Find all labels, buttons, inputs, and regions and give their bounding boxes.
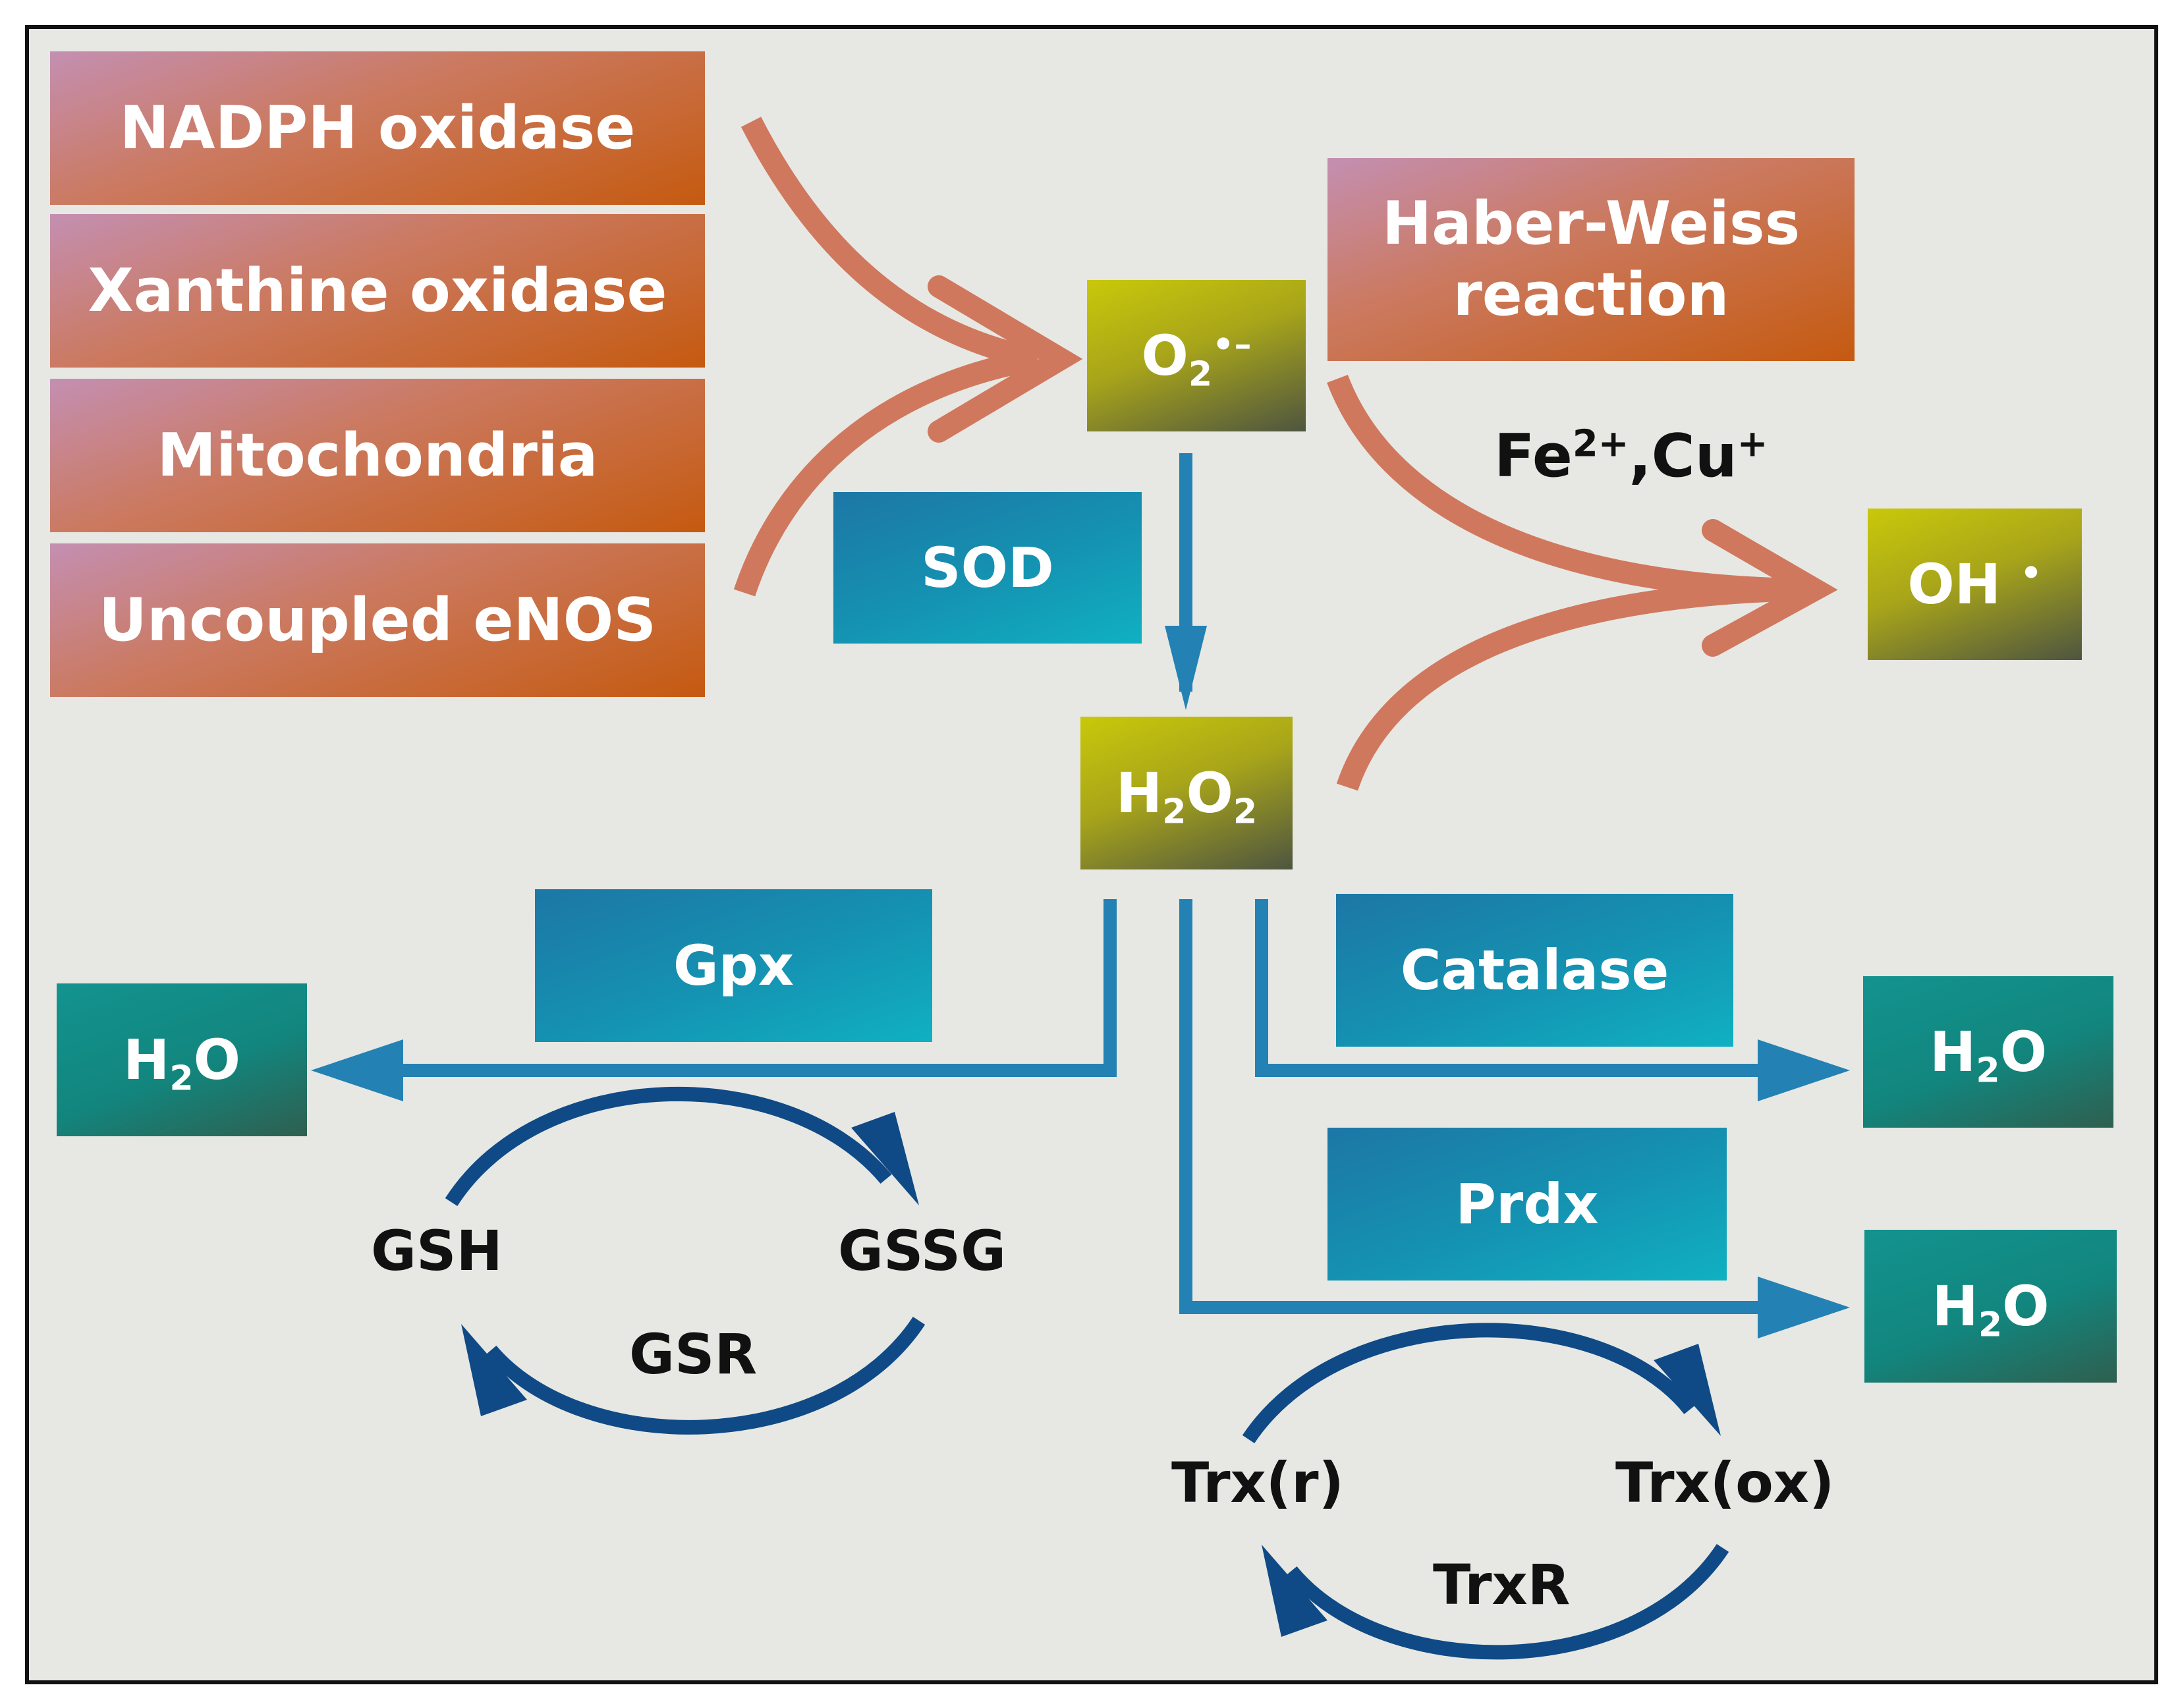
source-xanthine-oxidase: Xanthine oxidase <box>50 214 705 368</box>
water-box-catalase: H2O <box>1863 976 2113 1128</box>
trx-r-to-trx-ox-arrow-head <box>1654 1344 1721 1436</box>
source-arrow-upper <box>740 117 1040 370</box>
source-nadph-oxidase: NADPH oxidase <box>50 51 705 205</box>
gssg-to-gsh-arrow-head <box>461 1324 527 1416</box>
trx-ox-to-trx-r-arrow-head <box>1262 1545 1327 1637</box>
gsr-label: GSR <box>629 1322 758 1387</box>
gsh-to-gssg-arrow <box>445 1086 892 1206</box>
gpx-box: Gpx <box>535 889 932 1042</box>
metal-ions-label: Fe2+,Cu+ <box>1494 422 1768 491</box>
hydroxyl-radical-box: OH • <box>1868 509 2082 660</box>
gssg-to-gsh-arrow <box>485 1316 926 1435</box>
haber-weiss-arrow-upper <box>1327 374 1806 601</box>
gsh-label: GSH <box>371 1219 503 1283</box>
source-mitochondria: Mitochondria <box>50 379 705 532</box>
hydrogen-peroxide-label: H2O2 <box>1115 760 1258 832</box>
superoxide-label: O2•– <box>1141 323 1252 395</box>
water-label-catalase: H2O <box>1930 1019 2047 1091</box>
water-label-prdx: H2O <box>1932 1273 2050 1345</box>
catalase-arrow-head <box>1758 1039 1850 1101</box>
catalase-arrow-shaft <box>1255 899 1805 1077</box>
water-label-gpx: H2O <box>123 1027 240 1099</box>
superoxide-box: O2•– <box>1087 280 1306 431</box>
haber-weiss-arrow-lower <box>1336 578 1806 791</box>
source-uncoupled-enos: Uncoupled eNOS <box>50 543 705 697</box>
gssg-label: GSSG <box>838 1219 1007 1283</box>
haber-weiss-box: Haber-Weiss reaction <box>1327 158 1855 361</box>
prdx-box: Prdx <box>1327 1128 1727 1281</box>
sod-box: SOD <box>833 492 1142 644</box>
gpx-arrow-head <box>311 1039 403 1101</box>
trx-oxidized-label: Trx(ox) <box>1615 1450 1835 1515</box>
haber-weiss-arrow-head <box>1702 519 1838 657</box>
trx-r-to-trx-ox-arrow <box>1242 1323 1696 1444</box>
catalase-box: Catalase <box>1336 894 1733 1047</box>
gpx-arrow-shaft <box>362 899 1117 1077</box>
trx-ox-to-trx-r-arrow <box>1285 1543 1729 1660</box>
source-arrow-lower <box>733 348 1040 597</box>
source-arrow-head <box>928 275 1083 443</box>
haber-weiss-line1: Haber-Weiss <box>1382 189 1801 258</box>
hydroxyl-radical-label: OH • <box>1907 551 2042 617</box>
trx-reduced-label: Trx(r) <box>1171 1450 1344 1515</box>
hydrogen-peroxide-box: H2O2 <box>1080 717 1293 869</box>
haber-weiss-line2: reaction <box>1453 260 1729 329</box>
sod-arrow-head <box>1165 626 1207 710</box>
prdx-arrow-head <box>1758 1277 1850 1338</box>
water-box-prdx: H2O <box>1864 1230 2117 1383</box>
prdx-arrow-shaft <box>1179 899 1805 1314</box>
gsh-to-gssg-arrow-head <box>851 1112 919 1205</box>
trxr-label: TrxR <box>1433 1553 1571 1617</box>
water-box-gpx: H2O <box>57 983 307 1136</box>
